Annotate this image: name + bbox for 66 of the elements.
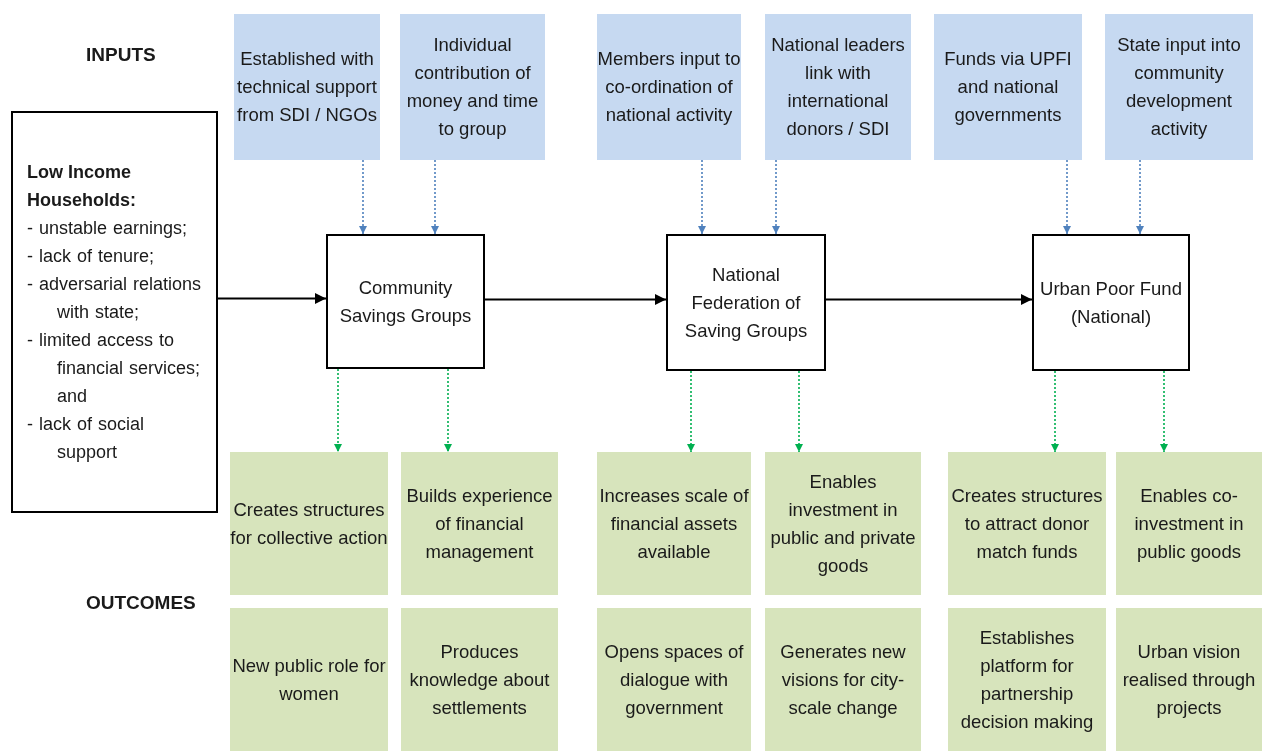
process-box xyxy=(666,234,826,371)
box-text: Increases scale of financial assets available xyxy=(598,483,750,564)
arrow xyxy=(1063,159,1071,235)
arrow xyxy=(1160,370,1168,453)
outcome-box xyxy=(1116,452,1262,595)
list-item: - adversarial relations with state; xyxy=(27,273,203,324)
arrow xyxy=(359,159,367,235)
arrow xyxy=(772,159,780,235)
outcome-box xyxy=(597,608,751,751)
box-text: Establishes platform for partnership decision making xyxy=(959,625,1095,734)
arrow xyxy=(698,159,706,235)
arrow xyxy=(485,294,666,305)
outcome-box xyxy=(948,608,1106,751)
arrow xyxy=(431,159,439,235)
input-box xyxy=(597,14,741,160)
box-text: Creates structures to attract donor match funds xyxy=(950,483,1104,564)
box-text: Opens spaces of dialogue with government xyxy=(603,639,745,720)
arrow xyxy=(795,370,803,453)
process-box xyxy=(1032,234,1190,371)
process-box xyxy=(326,234,485,369)
box-text: Urban Poor Fund (National) xyxy=(1039,276,1183,329)
box-text: Enables co-investment in public goods xyxy=(1133,483,1245,564)
household-box xyxy=(11,111,218,513)
list-item: - unstable earnings; xyxy=(27,217,189,240)
outcome-box xyxy=(230,452,388,595)
arrow xyxy=(334,368,342,453)
box-text: Established with technical support from SDI / NGOs xyxy=(236,47,378,127)
list-item: - lack of tenure; xyxy=(27,245,156,268)
box-text: Community Savings Groups xyxy=(338,275,473,328)
box-text: Generates new visions for city-scale change xyxy=(779,639,907,720)
box-text: Produces knowledge about settlements xyxy=(408,639,551,720)
outcome-box xyxy=(765,452,921,595)
outcome-box xyxy=(1116,608,1262,751)
box-text: Funds via UPFI and national governments xyxy=(943,47,1073,127)
input-box xyxy=(1105,14,1253,160)
outcome-box xyxy=(948,452,1106,595)
box-text: Enables investment in public and private goods xyxy=(769,469,917,578)
box-text: Creates structures for collective action xyxy=(230,497,388,550)
box-text: Urban vision realised through projects xyxy=(1121,639,1257,720)
box-text: National leaders link with international donors / SDI xyxy=(770,33,906,141)
box-text: Individual contribution of money and time to group xyxy=(405,33,540,141)
box-text: State input into community development activity xyxy=(1116,33,1242,141)
box-text: National Federation of Saving Groups xyxy=(683,262,809,343)
box-text: Builds experience of financial management xyxy=(405,483,554,564)
outcome-box xyxy=(765,608,921,751)
row-label: INPUTS xyxy=(86,44,156,66)
input-box xyxy=(234,14,380,160)
box-heading: Low Income Households: xyxy=(27,161,137,212)
outcome-box xyxy=(401,452,558,595)
box-text: Members input to co-ordination of national activity xyxy=(597,47,741,127)
box-text: New public role for women xyxy=(231,653,387,706)
outcome-box xyxy=(597,452,751,595)
outcome-box xyxy=(230,608,388,751)
arrow xyxy=(1051,370,1059,453)
arrow xyxy=(218,293,326,304)
list-item: - limited access to financial services; and xyxy=(27,329,202,408)
arrow xyxy=(1136,159,1144,235)
outcome-box xyxy=(401,608,558,751)
row-label: OUTCOMES xyxy=(86,592,196,614)
input-box xyxy=(765,14,911,160)
input-box xyxy=(934,14,1082,160)
input-box xyxy=(400,14,545,160)
arrow xyxy=(444,368,452,453)
list-item: - lack of social support xyxy=(27,413,146,464)
arrow xyxy=(687,370,695,453)
arrow xyxy=(826,294,1032,305)
